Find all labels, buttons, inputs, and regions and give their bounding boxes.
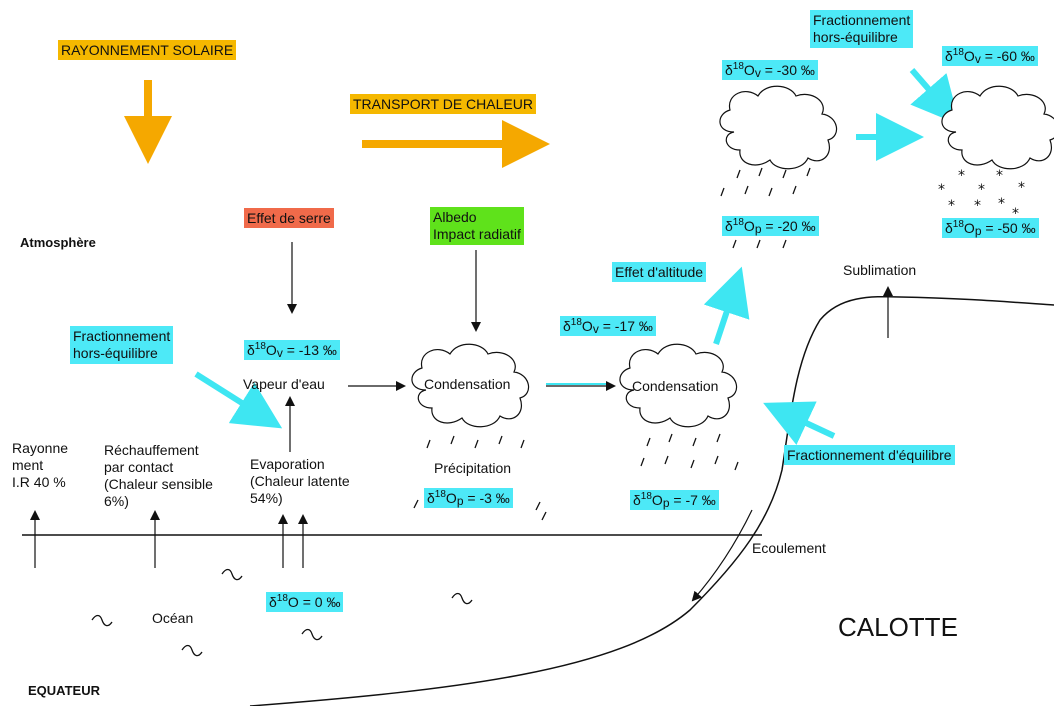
- nonequilibrium-snow-arrow: [909, 68, 960, 126]
- condensation-label: Condensation: [632, 378, 719, 394]
- precipitation-isotope-value: δ18Op = -7 ‰: [630, 490, 719, 510]
- svg-text:*: *: [998, 196, 1005, 212]
- equilibrium-fractionation-label: Fractionnement d'équilibre: [784, 445, 955, 465]
- runoff-label: Ecoulement: [752, 540, 826, 556]
- precipitation-isotope-value: δ18Op = -50 ‰: [942, 218, 1039, 238]
- solar-radiation-banner: RAYONNEMENT SOLAIRE: [58, 40, 237, 60]
- runoff-arrow: [691, 509, 753, 602]
- sublimation-label: Sublimation: [843, 262, 917, 278]
- snowflake-icon: ***** ****: [938, 168, 1025, 222]
- precipitation-isotope-value: δ18Op = -3 ‰: [424, 488, 513, 508]
- vapour-isotope-value: δ18Ov = -30 ‰: [722, 60, 818, 80]
- precipitation-isotope-value: δ18Op = -20 ‰: [722, 216, 819, 236]
- nonequilibrium-evaporation-arrow: [194, 371, 283, 429]
- svg-text:*: *: [974, 198, 981, 214]
- precipitation-label: Précipitation: [434, 460, 512, 476]
- svg-text:*: *: [958, 168, 965, 184]
- altitude-effect-label: Effet d'altitude: [612, 262, 707, 282]
- condensation-label: Condensation: [424, 376, 511, 392]
- rain-icon: [640, 433, 739, 471]
- heat-transport-banner: TRANSPORT DE CHALEUR: [350, 94, 536, 114]
- vapour-isotope-value: δ18Ov = -60 ‰: [942, 46, 1038, 66]
- ocean-isotope-value: δ18O = 0 ‰: [266, 592, 344, 612]
- vapour-isotope-value: δ18Ov = -17 ‰: [560, 316, 656, 336]
- equator-label: EQUATEUR: [28, 683, 100, 698]
- altitude-effect-arrow: [703, 266, 750, 345]
- wave-icon: [91, 568, 473, 657]
- ocean-label: Océan: [152, 610, 194, 626]
- svg-text:*: *: [938, 182, 945, 198]
- rain-icon: [413, 435, 547, 521]
- vapour-isotope-value: δ18Ov = -13 ‰: [244, 340, 340, 360]
- albedo-line-1: Albedo: [433, 209, 477, 225]
- cloud-icon: [941, 85, 1054, 170]
- rain-icon: [720, 167, 811, 249]
- cloud-icon: [719, 85, 838, 170]
- equilibrium-fractionation-arrow: [763, 401, 836, 445]
- albedo-line-2: Impact radiatif: [433, 226, 521, 242]
- svg-text:*: *: [1018, 180, 1025, 196]
- cloud-icon: [411, 343, 530, 428]
- icecap-label: CALOTTE: [838, 612, 958, 642]
- cloud-icon: [619, 343, 738, 428]
- atmosphere-label: Atmosphère: [20, 235, 96, 250]
- svg-text:*: *: [978, 182, 985, 198]
- svg-text:*: *: [1012, 206, 1019, 222]
- icecap-outline: [249, 295, 1054, 706]
- water-vapour-label: Vapeur d'eau: [243, 376, 325, 392]
- svg-text:*: *: [996, 168, 1003, 184]
- albedo-banner: Albedo Impact radiatif: [430, 207, 524, 245]
- svg-text:*: *: [948, 198, 955, 214]
- greenhouse-effect-banner: Effet de serre: [244, 208, 334, 228]
